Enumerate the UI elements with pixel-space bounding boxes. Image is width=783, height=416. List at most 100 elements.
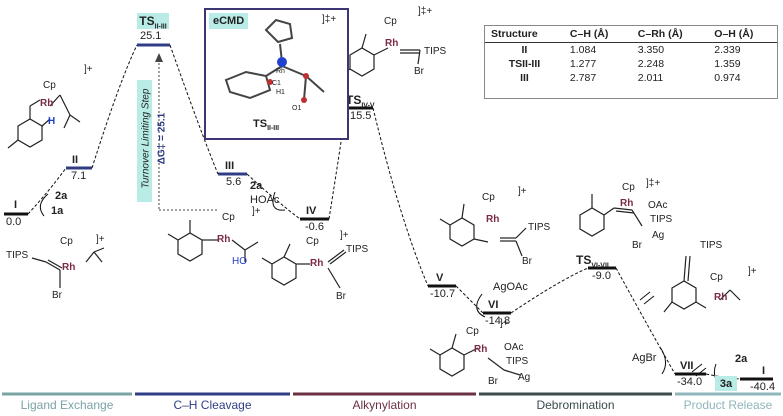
label-VII: VII <box>680 360 694 372</box>
value-TS-VI-VII: -9.0 <box>592 270 611 282</box>
mol-TSIVV-rh: Rh <box>385 38 399 49</box>
reagent-2a-end: 2a <box>735 353 748 365</box>
value-VII: -34.0 <box>677 376 703 388</box>
mol-VII-rh: Rh <box>714 292 728 303</box>
mol-II-charge: ]+ <box>84 64 93 75</box>
ecmd-tag: eCMD <box>209 13 249 29</box>
energy-levels <box>4 43 773 381</box>
turnover-limiting-marker <box>137 53 218 211</box>
stage-ligand-exchange: Ligand Exchange <box>20 398 114 412</box>
mol-IV-br: Br <box>336 291 346 302</box>
mol-VI-charge: ]+ <box>500 318 509 329</box>
mol-IV-cp: Cp <box>306 236 319 247</box>
mol-I-charge: ]+ <box>96 234 105 245</box>
mol-VI-ag: Ag <box>518 372 531 383</box>
stage-ch-cleavage: C–H Cleavage <box>173 398 252 412</box>
label-I-end: I <box>762 365 766 377</box>
table-cell: TSII-III <box>508 58 541 70</box>
reagent-2a-second: 2a <box>250 180 263 192</box>
table-header: Structure <box>485 26 564 43</box>
mol-TSIVV-charge: ]‡+ <box>418 6 433 17</box>
molecule-TS-IV-V <box>339 33 421 77</box>
mol-IV-charge: ]+ <box>340 230 349 241</box>
ecmd-c1: C1 <box>272 80 281 87</box>
mol-TSVIVII-tips: TIPS <box>650 214 673 225</box>
ecmd-h1: H1 <box>276 89 285 96</box>
mol-II-h: H <box>48 116 56 127</box>
mol-III-charge: ]+ <box>252 206 261 217</box>
value-VI: -14.8 <box>485 315 511 327</box>
mol-II-rh: Rh <box>40 98 54 109</box>
molecule-II <box>7 94 81 149</box>
mol-TSIVV-br: Br <box>414 66 424 77</box>
mol-III-ho: HO <box>232 256 247 267</box>
molecule-VII <box>663 255 741 313</box>
mol-TSVIVII-ag: Ag <box>652 230 665 241</box>
table-cell: 2.787 <box>569 72 597 84</box>
table-cell: 2.248 <box>637 58 665 70</box>
table-row: TSII-III 1.277 2.248 1.359 <box>485 57 777 71</box>
axis-break <box>639 291 707 377</box>
table-header: O–H (Å) <box>708 26 777 43</box>
value-TS-II-III: 25.1 <box>140 30 162 42</box>
mol-TSIVV-tips: TIPS <box>424 46 447 57</box>
mol-TSVIVII-rh: Rh <box>620 198 634 209</box>
mol-VI-br: Br <box>488 376 498 387</box>
mol-II-cp: Cp <box>43 80 56 91</box>
mol-TSVIVII-oac: OAc <box>648 200 668 211</box>
table-header-row: Structure C–H (Å) C–Rh (Å) O–H (Å) <box>485 26 777 43</box>
table-cell: II <box>521 44 528 56</box>
mol-TSVIVII-charge: ]‡+ <box>646 178 661 189</box>
mol-VI-cp: Cp <box>466 326 479 337</box>
molecule-VI <box>429 333 521 377</box>
mol-I-br: Br <box>52 290 62 301</box>
value-TS-IV-V: 15.5 <box>350 110 372 122</box>
molecule-V <box>439 203 527 257</box>
molecule-TS-VI-VII <box>579 194 643 237</box>
mol-V-br: Br <box>522 256 532 267</box>
reagent-arrows <box>39 191 719 384</box>
reagent-hoac: HOAc <box>250 194 280 206</box>
label-TS-II-III: TSII-III <box>137 13 169 30</box>
table-cell: 1.084 <box>569 44 597 56</box>
mol-I-tips: TIPS <box>6 250 29 261</box>
table-row: III 2.787 2.011 0.974 <box>485 71 777 85</box>
mol-VII-tips: TIPS <box>700 240 723 251</box>
ecmd-rh: Rh <box>276 68 285 75</box>
value-IV: -0.6 <box>305 221 324 233</box>
ecmd-caption: TSII-III <box>253 118 280 133</box>
stage-product-release: Product Release <box>683 398 773 412</box>
bond-length-table: Structure C–H (Å) C–Rh (Å) O–H (Å) II 1.… <box>484 25 778 99</box>
ecmd-o1: O1 <box>292 105 302 112</box>
mol-TSVIVII-cp: Cp <box>622 182 635 193</box>
turnover-limiting-label: Turnover Limiting Step <box>140 88 152 189</box>
mol-I-rh: Rh <box>62 262 76 273</box>
reagent-1a: 1a <box>51 205 64 217</box>
value-V: -10.7 <box>430 288 456 300</box>
table-cell: 3.350 <box>637 44 665 56</box>
ecmd-structure <box>224 18 325 103</box>
mol-VII-charge: ]+ <box>748 266 757 277</box>
mol-IV-tips: TIPS <box>346 244 369 255</box>
value-III: 5.6 <box>226 176 242 188</box>
label-VI: VI <box>488 299 499 311</box>
mol-TSVIVII-br: Br <box>632 240 642 251</box>
label-TS-IV-V: TSIV-V <box>346 93 375 110</box>
mol-VI-oac: OAc <box>504 342 524 353</box>
mol-TSIVV-cp: Cp <box>384 16 397 27</box>
mol-I-cp: Cp <box>60 236 73 247</box>
label-V: V <box>436 272 444 284</box>
mol-III-rh: Rh <box>217 234 231 245</box>
mol-V-rh: Rh <box>486 214 500 225</box>
table-row: II 1.084 3.350 2.339 <box>485 43 777 58</box>
table-cell: 2.339 <box>714 44 741 56</box>
mol-V-cp: Cp <box>482 192 495 203</box>
molecule-IV <box>261 243 347 289</box>
label-IV: IV <box>306 205 317 217</box>
label-II: II <box>72 154 79 166</box>
table-cell: 0.974 <box>714 72 741 84</box>
reagent-agoac: AgOAc <box>493 281 528 293</box>
value-I: 0.0 <box>6 216 22 228</box>
table-header: C–H (Å) <box>563 26 632 43</box>
label-III: III <box>225 160 235 172</box>
